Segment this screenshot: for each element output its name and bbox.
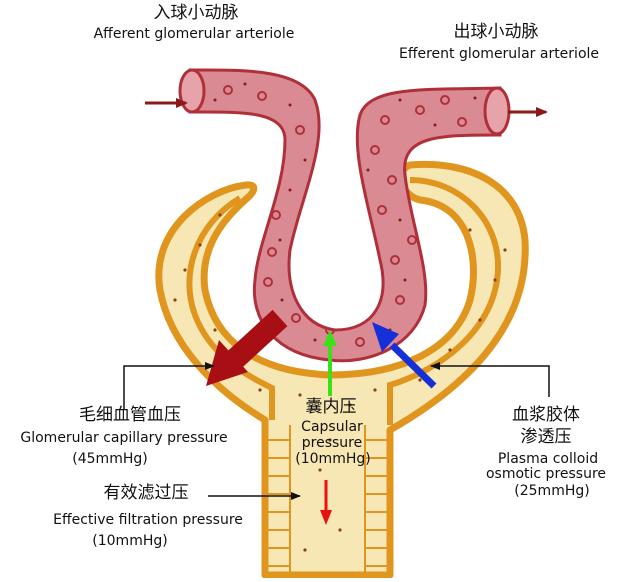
effective-pressure-label-en: Effective filtration pressure	[53, 512, 243, 528]
tubule-cells-right	[364, 425, 390, 575]
oncotic-pressure-label-zh-2: 渗透压	[520, 427, 572, 447]
afferent-opening	[178, 68, 206, 114]
capsular-pressure-value: (10mmHg)	[295, 451, 371, 467]
efferent-opening	[483, 86, 511, 136]
tubule-cells-left	[265, 425, 291, 575]
oncotic-pressure-value: (25mmHg)	[514, 483, 590, 499]
efferent-label-zh: 出球小动脉	[453, 22, 539, 42]
oncotic-pressure-leader	[430, 362, 550, 397]
oncotic-pressure-label-zh-1: 血浆胶体	[512, 405, 580, 425]
glomerular-pressure-leader	[123, 362, 215, 410]
glomerular-pressure-arrow	[206, 309, 288, 386]
oncotic-pressure-label-en-2: osmotic pressure	[485, 466, 607, 482]
glomerular-pressure-label-zh: 毛细血管血压	[79, 405, 181, 425]
capsular-pressure-label-en-1: Capsular	[301, 419, 363, 435]
oncotic-pressure-label-en-1: Plasma colloid	[497, 451, 599, 467]
capsular-pressure-arrow	[323, 330, 337, 396]
effective-pressure-value: (10mmHg)	[92, 533, 168, 549]
glomerular-capillary-loop	[178, 68, 511, 363]
filtration-arrow	[320, 480, 332, 525]
capsular-pressure-label-zh: 囊内压	[305, 397, 357, 417]
oncotic-pressure-arrow	[372, 322, 437, 389]
afferent-label-en: Afferent glomerular arteriole	[93, 26, 295, 42]
capsular-pressure-label-en-2: pressure	[301, 435, 363, 451]
glomerular-pressure-value: (45mmHg)	[72, 451, 148, 467]
effective-pressure-label-zh: 有效滤过压	[103, 483, 189, 503]
afferent-label-zh: 入球小动脉	[153, 3, 239, 23]
efferent-label-en: Efferent glomerular arteriole	[398, 46, 600, 62]
glomerular-pressure-label-en: Glomerular capillary pressure	[20, 430, 228, 446]
